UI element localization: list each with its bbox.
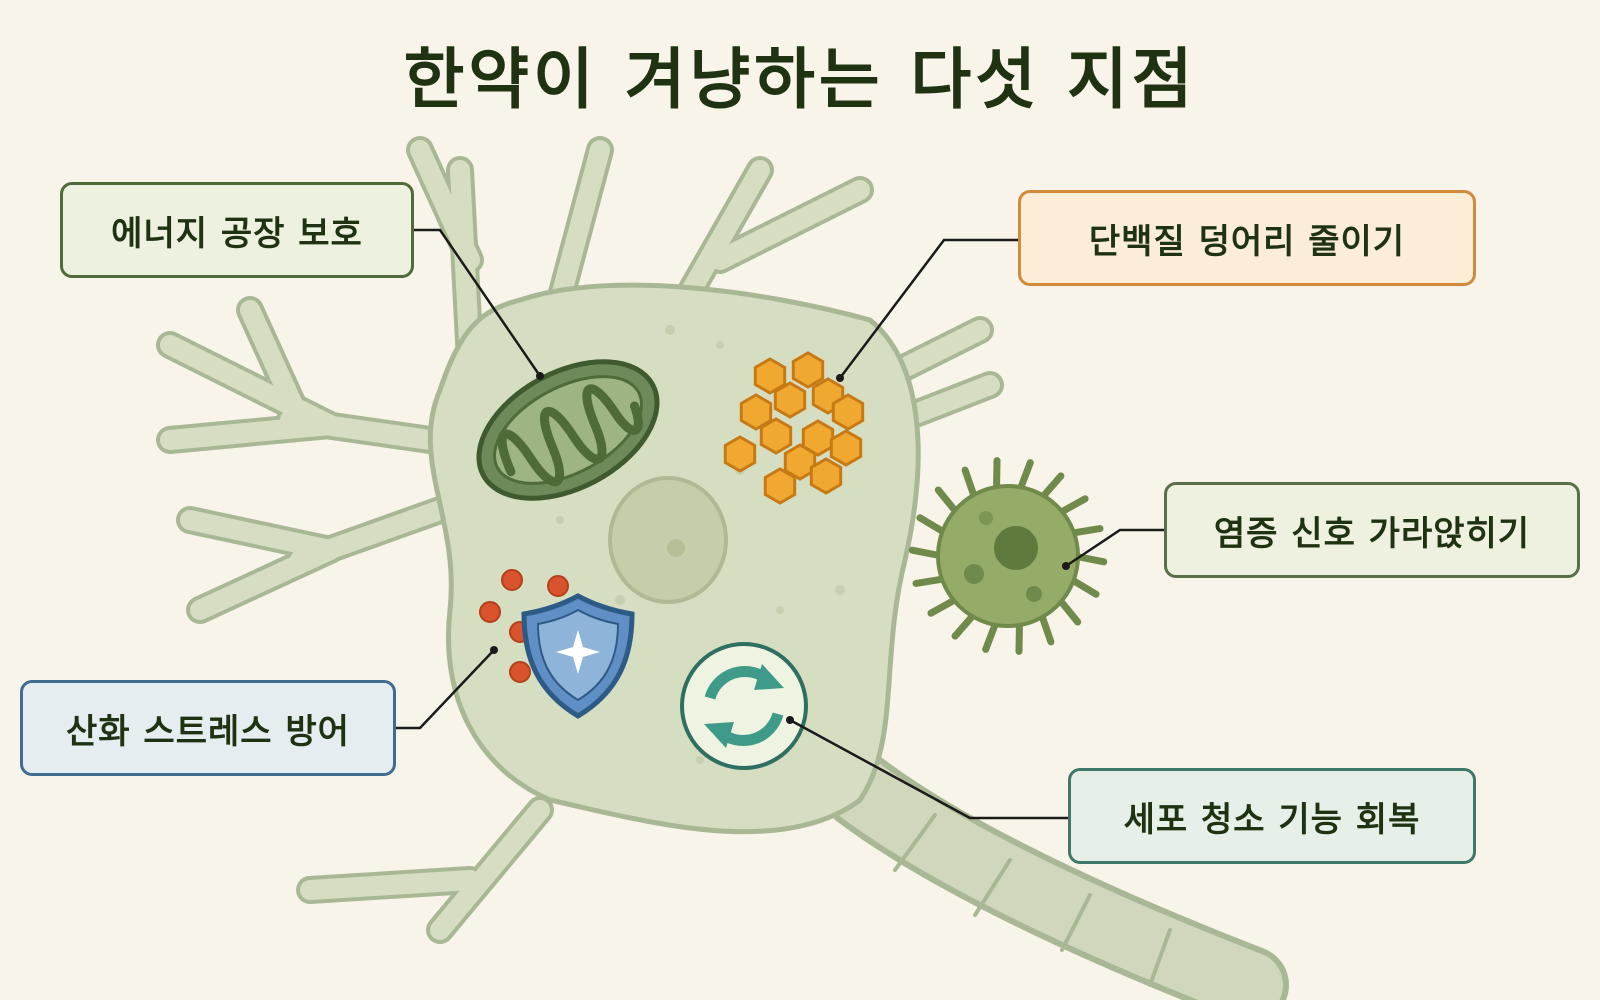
shield-icon [521, 593, 635, 719]
protein-hexagon [773, 381, 807, 419]
protein-hexagon [809, 457, 843, 495]
protein-hexagon [763, 467, 797, 505]
callout-energy-factory: 에너지 공장 보호 [60, 182, 414, 278]
protein-hexagon [759, 417, 793, 455]
protein-hexagon [801, 419, 835, 457]
callout-inflammation: 염증 신호 가라앉히기 [1164, 482, 1580, 578]
leader-dots [490, 372, 1070, 724]
nucleus [608, 476, 728, 604]
recycle-icon [680, 642, 808, 770]
callout-cell-cleanup: 세포 청소 기능 회복 [1068, 768, 1476, 864]
protein-hexagon [753, 357, 787, 395]
protein-hexagon [723, 435, 757, 473]
protein-hexagon [829, 429, 863, 467]
protein-hexagon [739, 393, 773, 431]
callout-protein-clumps: 단백질 덩어리 줄이기 [1018, 190, 1476, 286]
leader-lines [396, 228, 1164, 820]
inflammation-cell-icon [908, 457, 1108, 655]
page-title: 한약이 겨냥하는 다섯 지점 [403, 41, 1197, 118]
callout-oxidative-stress: 산화 스트레스 방어 [20, 680, 396, 776]
protein-hexagon [831, 393, 865, 431]
protein-hexagon [783, 443, 817, 481]
cytoplasm-dots [556, 325, 845, 764]
protein-hexagon [791, 351, 825, 389]
protein-cluster-icon [723, 351, 865, 505]
